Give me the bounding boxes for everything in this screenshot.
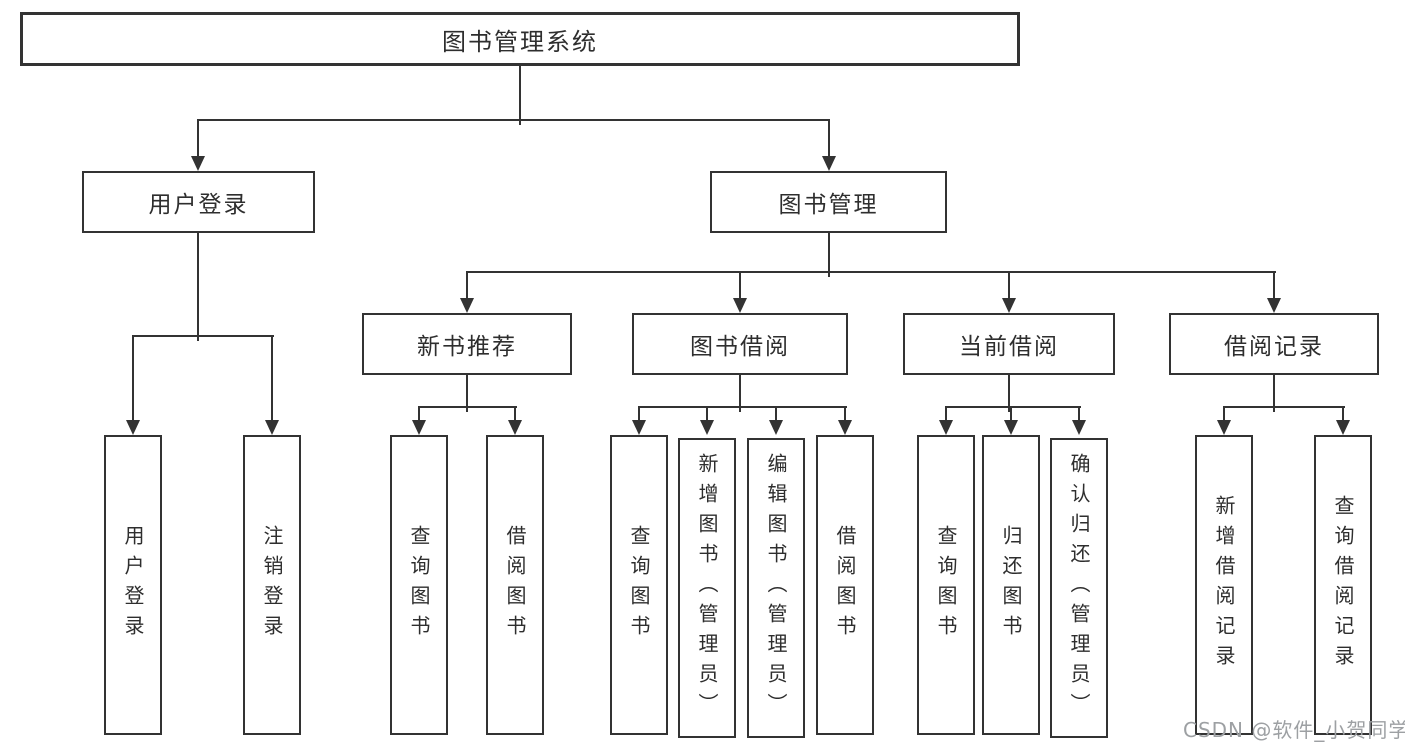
connector-line [271, 335, 273, 421]
leaf-logout: 注销登录 [243, 435, 301, 735]
connector-line [1078, 406, 1080, 421]
connector-line [418, 406, 517, 408]
connector-line [945, 406, 947, 421]
connector-line [739, 271, 741, 299]
arrow-down-icon [1004, 420, 1018, 435]
connector-line [1008, 271, 1010, 299]
connector-line [197, 119, 830, 121]
node-book-borrowing: 图书借阅 [632, 313, 848, 375]
arrow-down-icon [1072, 420, 1086, 435]
node-root-library-management-system: 图书管理系统 [20, 12, 1020, 66]
leaf-query-books-borrowing: 查询图书 [610, 435, 668, 735]
arrow-down-icon [769, 420, 783, 435]
arrow-down-icon [126, 420, 140, 435]
connector-line [1342, 406, 1344, 421]
connector-line [1223, 406, 1345, 408]
connector-line [1273, 375, 1275, 412]
leaf-query-borrow-record: 查询借阅记录 [1314, 435, 1372, 735]
leaf-query-books-recommend: 查询图书 [390, 435, 448, 735]
arrow-down-icon [700, 420, 714, 435]
csdn-watermark: CSDN @软件_小贺同学 [1183, 718, 1405, 742]
leaf-query-books-current: 查询图书 [917, 435, 975, 735]
node-current-borrowing: 当前借阅 [903, 313, 1115, 375]
leaf-return-book: 归还图书 [982, 435, 1040, 735]
connector-line [1223, 406, 1225, 421]
leaf-add-borrow-record: 新增借阅记录 [1195, 435, 1253, 735]
connector-line [844, 406, 846, 421]
node-new-book-recommend: 新书推荐 [362, 313, 572, 375]
arrow-down-icon [508, 420, 522, 435]
connector-line [466, 271, 468, 299]
arrow-down-icon [412, 420, 426, 435]
connector-line [514, 406, 516, 421]
leaf-edit-book-admin: 编辑图书（管理员） [747, 438, 805, 738]
connector-line [775, 406, 777, 421]
arrow-down-icon [1217, 420, 1231, 435]
connector-line [519, 66, 521, 125]
node-borrow-records: 借阅记录 [1169, 313, 1379, 375]
arrow-down-icon [1336, 420, 1350, 435]
node-user-login: 用户登录 [82, 171, 315, 233]
connector-line [828, 119, 830, 157]
leaf-user-login: 用户登录 [104, 435, 162, 735]
connector-line [1010, 406, 1012, 421]
connector-line [828, 233, 830, 277]
connector-line [197, 233, 199, 341]
leaf-borrow-books-borrowing: 借阅图书 [816, 435, 874, 735]
leaf-borrow-books-recommend: 借阅图书 [486, 435, 544, 735]
arrow-down-icon [1002, 298, 1016, 313]
connector-line [197, 119, 199, 157]
leaf-confirm-return-admin: 确认归还（管理员） [1050, 438, 1108, 738]
arrow-down-icon [632, 420, 646, 435]
connector-line [466, 271, 1276, 273]
arrow-down-icon [460, 298, 474, 313]
arrow-down-icon [191, 156, 205, 171]
arrow-down-icon [838, 420, 852, 435]
arrow-down-icon [265, 420, 279, 435]
connector-line [706, 406, 708, 421]
arrow-down-icon [939, 420, 953, 435]
connector-line [945, 406, 1081, 408]
connector-line [132, 335, 274, 337]
arrow-down-icon [1267, 298, 1281, 313]
node-book-management: 图书管理 [710, 171, 947, 233]
connector-line [1273, 271, 1275, 299]
connector-line [638, 406, 847, 408]
connector-line [739, 375, 741, 412]
arrow-down-icon [733, 298, 747, 313]
leaf-add-book-admin: 新增图书（管理员） [678, 438, 736, 738]
connector-line [1008, 375, 1010, 412]
connector-line [418, 406, 420, 421]
arrow-down-icon [822, 156, 836, 171]
connector-line [638, 406, 640, 421]
connector-line [466, 375, 468, 412]
connector-line [132, 335, 134, 421]
